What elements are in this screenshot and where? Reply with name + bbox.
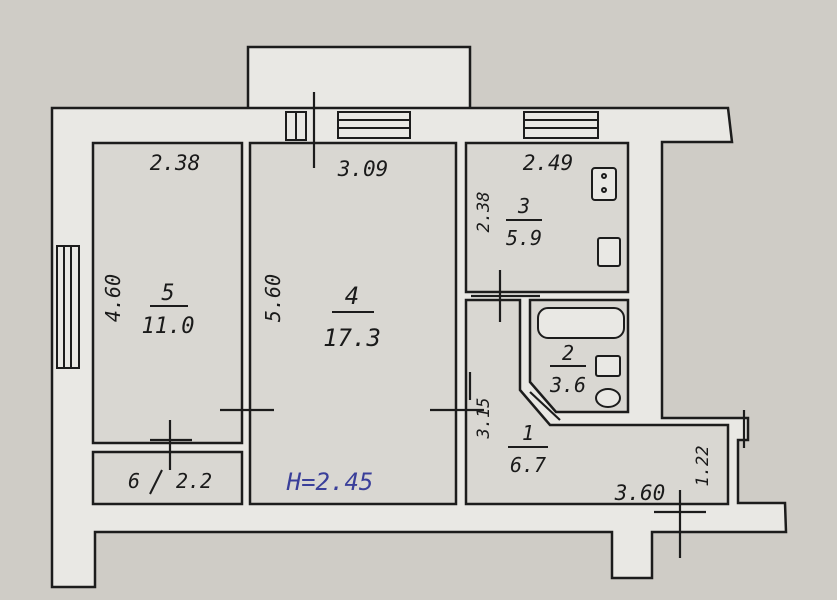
toilet-icon: [595, 388, 621, 408]
dim-corridor-width: 3.60: [614, 481, 666, 505]
dim-room4-width: 3.09: [337, 157, 389, 181]
room-1-area: 6.7: [510, 453, 546, 477]
door-room2: [529, 391, 561, 421]
room-1-number: 1: [522, 421, 534, 445]
dim-room4-length: 5.60: [261, 274, 285, 322]
dim-room1-length: 3.15: [474, 398, 494, 440]
door-marks: [150, 92, 746, 558]
room-labels: 5 11.0 4 17.3 3 5.9 2 3.6 1 6.7 6 2.2: [128, 194, 586, 495]
bathtub-icon: [537, 307, 625, 339]
room-5-number: 5: [161, 281, 174, 306]
room-2-area: 3.6: [549, 373, 586, 397]
sink-icon: [597, 237, 621, 267]
room-5-floor: [91, 141, 244, 445]
room-6-number: 6: [128, 469, 140, 493]
stove-burner-icon: [601, 173, 607, 179]
room-4-floor: [248, 141, 458, 506]
balcony: [246, 45, 472, 113]
fixtures: [537, 167, 625, 408]
ceiling-height: H=2.45: [286, 468, 374, 496]
room-1-floor: [464, 298, 730, 506]
room-4-area: 17.3: [323, 324, 381, 352]
room-5-area: 11.0: [142, 314, 195, 339]
room-4-number: 4: [345, 282, 359, 310]
balcony-door: [285, 111, 307, 141]
room-6-area: 2.2: [176, 469, 212, 493]
room-3-area: 5.9: [506, 226, 542, 250]
dim-room5-length: 4.60: [101, 274, 125, 322]
washbasin-icon: [595, 355, 621, 377]
room-interiors: [91, 141, 730, 506]
room-6-divider: [149, 469, 163, 495]
room-6-floor: [91, 450, 244, 506]
windows: [56, 111, 599, 369]
stove-icon: [591, 167, 617, 201]
window-top-1: [337, 111, 411, 139]
dim-room3-width: 2.49: [523, 151, 574, 175]
stove-burner-icon: [601, 187, 607, 193]
room-2-number: 2: [562, 341, 574, 365]
room-3-number: 3: [517, 194, 530, 218]
window-left: [56, 245, 80, 369]
window-top-2: [523, 111, 599, 139]
dim-room3-length: 2.38: [474, 192, 494, 233]
dim-room5-width: 2.38: [150, 151, 201, 175]
dimension-labels: 2.38 3.09 2.49 3.60 4.60 5.60 2.38 3.15 …: [101, 151, 713, 505]
dim-corridor-depth: 1.22: [693, 446, 713, 487]
